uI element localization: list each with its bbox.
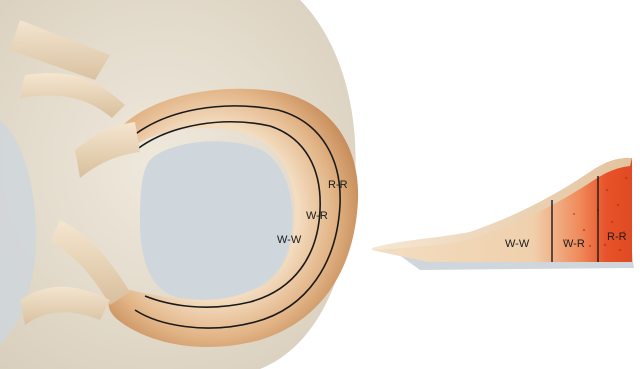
label-red-red-cross: R-R bbox=[607, 231, 627, 243]
meniscus-top-view: R-R W-R W-W bbox=[0, 0, 358, 369]
meniscus-cross-section: W-W W-R R-R bbox=[372, 158, 634, 270]
articular-cartilage bbox=[140, 141, 292, 300]
label-white-white-top: W-W bbox=[277, 234, 302, 246]
label-white-red-top: W-R bbox=[306, 210, 328, 222]
label-white-red-cross: W-R bbox=[563, 238, 585, 250]
label-white-white-cross: W-W bbox=[505, 238, 530, 250]
label-red-red-top: R-R bbox=[328, 179, 348, 191]
